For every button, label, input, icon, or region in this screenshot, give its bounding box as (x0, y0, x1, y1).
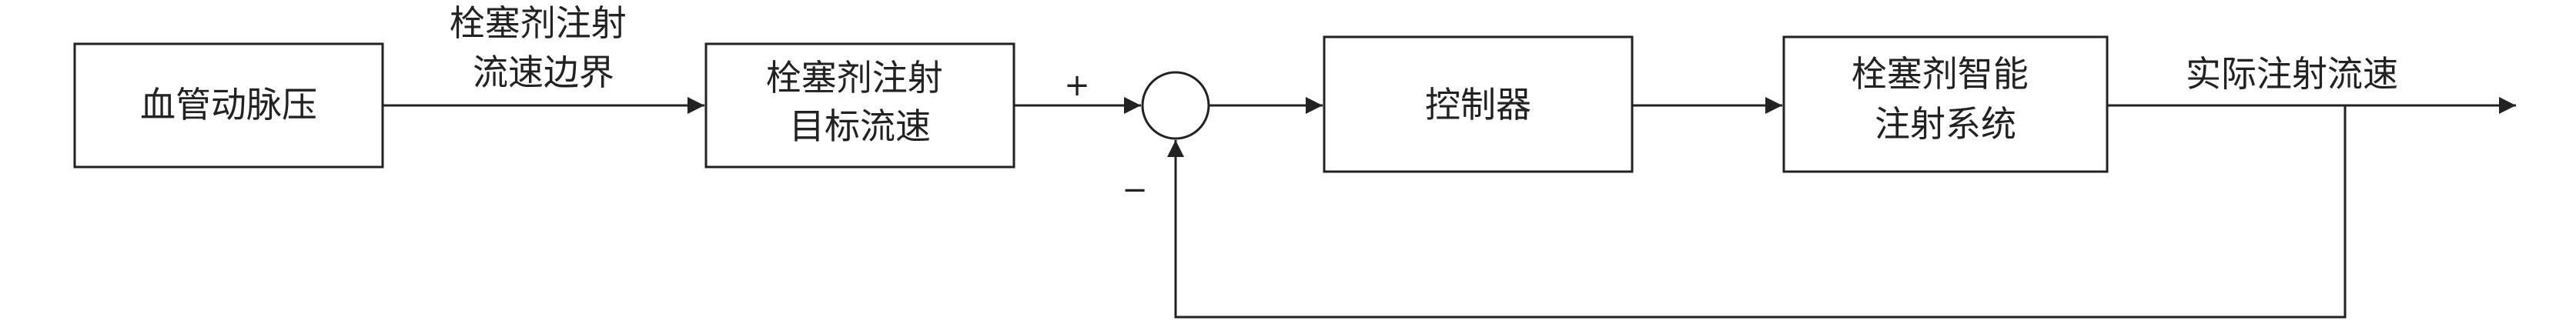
minus-sign: − (1122, 172, 1148, 208)
smart-injection-system-label: 栓塞剂智能 注射系统 (1852, 53, 2040, 145)
smart-system-label-line-1: 栓塞剂智能 (1852, 53, 2029, 95)
target-flow-label-line-2: 目标流速 (789, 105, 931, 147)
feedback-path (1167, 105, 2347, 319)
flow-boundary-label-line-1: 栓塞剂注射 (450, 2, 627, 44)
actual-flow-label: 实际注射流速 (2186, 53, 2398, 95)
summing-junction (1141, 71, 1210, 140)
flow-boundary-label-line-2: 流速边界 (473, 52, 614, 93)
controller-label: 控制器 (1425, 84, 1531, 125)
flow-boundary-label: 栓塞剂注射 流速边界 (450, 2, 638, 93)
target-flow-label: 栓塞剂注射 目标流速 (766, 57, 955, 147)
target-flow-label-line-1: 栓塞剂注射 (766, 57, 943, 99)
smart-system-label-line-2: 注射系统 (1875, 103, 2016, 145)
arterial-pressure-label: 血管动脉压 (140, 84, 317, 125)
plus-sign: + (1064, 68, 1090, 103)
